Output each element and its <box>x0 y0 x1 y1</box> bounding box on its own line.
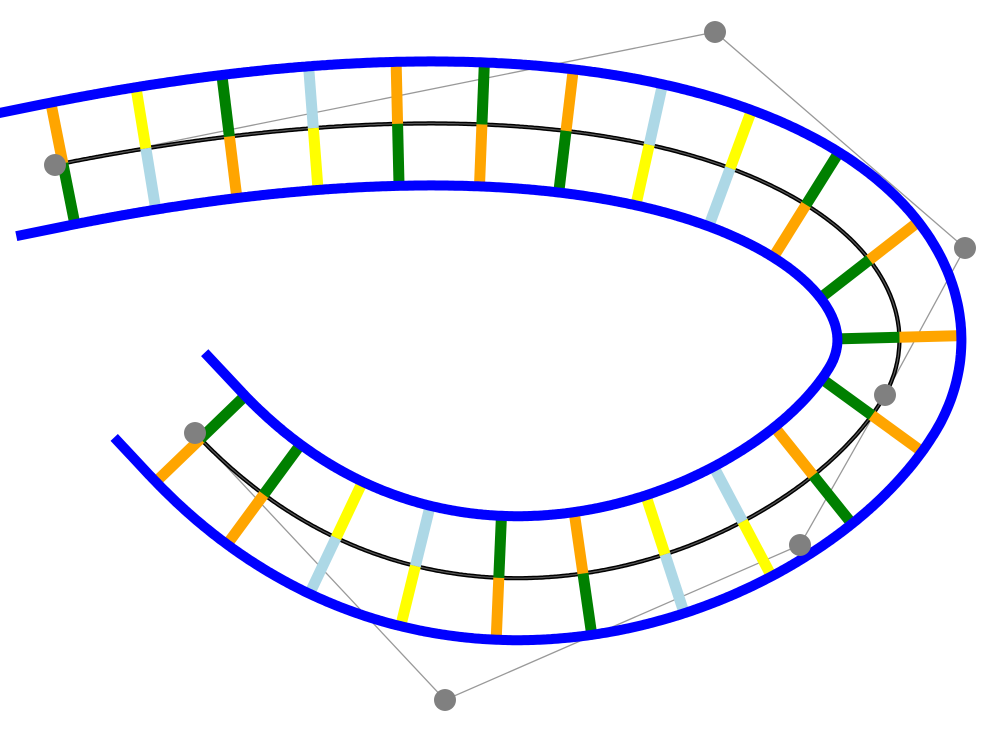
base-pair-22-inner-base <box>196 391 249 443</box>
base-pair-5-inner-base <box>392 123 405 186</box>
control-point-6[interactable] <box>434 689 456 711</box>
base-pair-16-outer-base <box>659 552 690 615</box>
base-pair-6-inner-base <box>473 124 488 187</box>
inner-backbone <box>15 180 843 522</box>
base-pair-21-inner-base <box>259 441 305 498</box>
outer-backbone <box>0 56 967 646</box>
base-pair-9-inner-base <box>703 166 736 229</box>
base-pair-10-outer-base <box>801 149 844 208</box>
centerline <box>54 121 902 581</box>
control-points <box>44 21 976 711</box>
base-pair-14-inner-base <box>770 423 818 479</box>
base-pair-12-outer-base <box>899 330 962 343</box>
base-pair-20-outer-base <box>304 535 342 597</box>
base-pair-11-inner-base <box>817 255 873 303</box>
base-pair-19-outer-base <box>395 564 421 628</box>
control-point-2[interactable] <box>704 21 726 43</box>
base-pair-12-inner-base <box>837 331 900 345</box>
base-pair-15-outer-base <box>737 518 777 579</box>
base-pair-7-inner-base <box>553 130 572 194</box>
base-pair-1-outer-base <box>45 101 69 165</box>
control-point-7[interactable] <box>184 422 206 444</box>
base-pair-1-inner-base <box>57 162 81 226</box>
base-pair-9-outer-base <box>725 108 757 171</box>
base-pair-14-outer-base <box>808 472 857 528</box>
base-pair-16-inner-base <box>640 493 671 557</box>
base-pair-5-outer-base <box>390 61 404 124</box>
base-pair-13-inner-base <box>818 374 876 420</box>
base-pair-17-inner-base <box>568 511 589 575</box>
base-pair-6-outer-base <box>476 62 490 125</box>
base-pair-21-outer-base <box>222 491 269 548</box>
base-pair-22-outer-base <box>152 434 205 486</box>
base-pair-19-inner-base <box>410 504 436 568</box>
control-point-4[interactable] <box>874 384 896 406</box>
base-pair-18-inner-base <box>493 515 507 579</box>
base-pair-2-outer-base <box>130 86 152 150</box>
base-pair-rungs <box>45 61 962 640</box>
base-pair-4-outer-base <box>303 65 319 129</box>
base-pair-13-outer-base <box>868 410 926 457</box>
base-pair-7-outer-base <box>560 68 579 132</box>
centerline-group <box>54 121 902 581</box>
control-point-3[interactable] <box>954 237 976 259</box>
backbone-strands <box>0 56 967 646</box>
base-pair-11-outer-base <box>866 217 922 265</box>
base-pair-3-inner-base <box>223 135 243 199</box>
base-pair-3-outer-base <box>216 74 235 138</box>
centerline-highlight <box>54 122 900 579</box>
base-pair-10-inner-base <box>768 201 811 261</box>
base-pair-17-outer-base <box>577 572 598 636</box>
base-pair-2-inner-base <box>140 147 162 211</box>
control-point-1[interactable] <box>44 154 66 176</box>
base-pair-15-inner-base <box>708 464 748 525</box>
base-pair-20-inner-base <box>331 479 368 541</box>
control-point-5[interactable] <box>789 534 811 556</box>
base-pair-4-inner-base <box>307 127 324 191</box>
base-pair-18-outer-base <box>490 577 505 640</box>
base-pair-8-outer-base <box>643 83 668 146</box>
base-pair-8-inner-base <box>630 143 655 207</box>
